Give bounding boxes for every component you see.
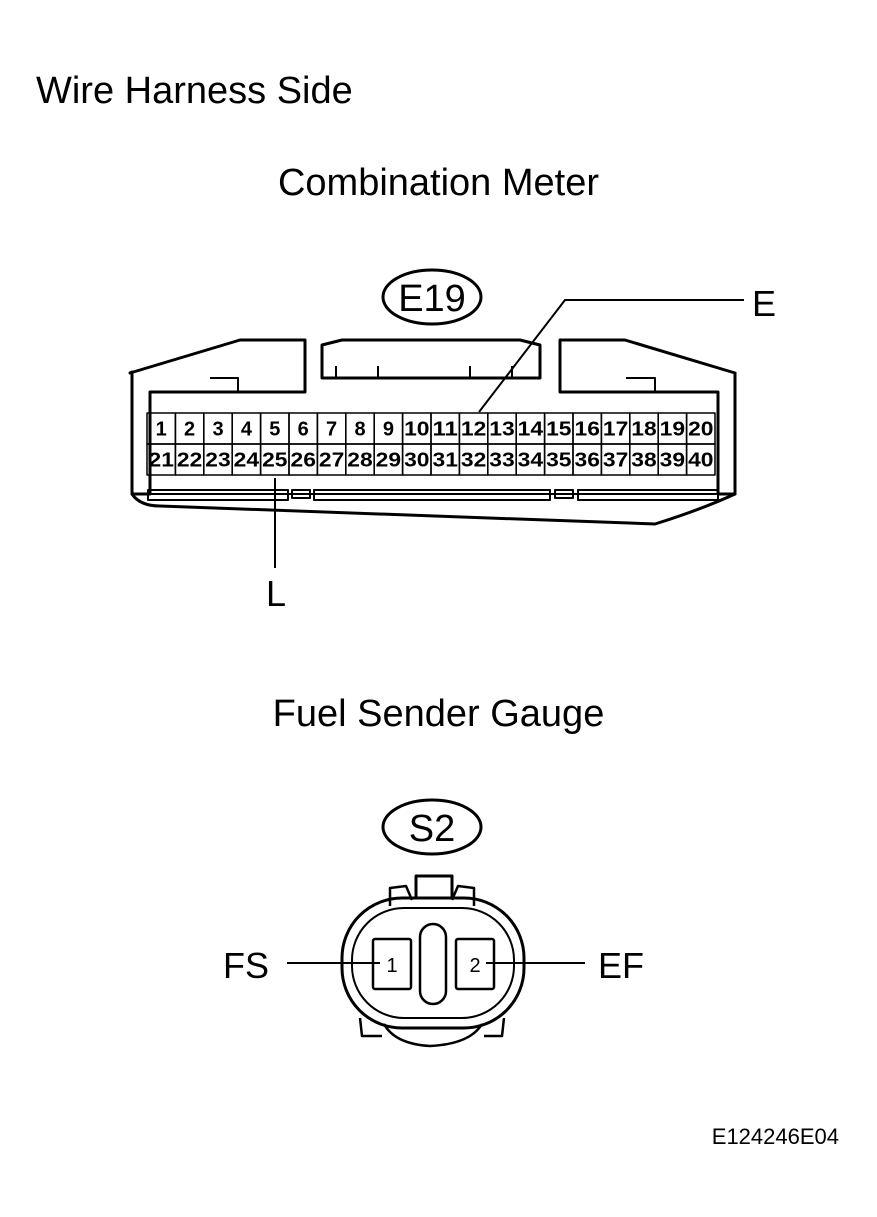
e19-connector-body (128, 268, 737, 526)
combination-meter-title: Combination Meter (277, 162, 600, 204)
s2-code-label: S2 (409, 808, 455, 850)
e19-pin-21: 21 (149, 450, 174, 472)
figure-id: E124246E04 (711, 1124, 839, 1149)
e19-pin-23: 23 (205, 450, 230, 472)
e19-pin-13: 13 (489, 419, 514, 441)
e19-pin-24: 24 (234, 450, 260, 472)
e19-pin-10: 10 (404, 419, 429, 441)
e19-pin-26: 26 (291, 450, 316, 472)
e19-pin-33: 33 (489, 450, 514, 472)
fs-terminal-label: FS (223, 945, 269, 986)
e19-pin-25: 25 (262, 450, 287, 472)
e19-pin-34: 34 (518, 450, 544, 472)
e19-pin-29: 29 (376, 450, 401, 472)
e19-pin-22: 22 (177, 450, 202, 472)
fuel-sender-gauge-title: Fuel Sender Gauge (272, 693, 605, 735)
e19-code-label: E19 (398, 278, 466, 320)
e19-pin-11: 11 (433, 419, 458, 441)
e19-pin-40: 40 (688, 450, 713, 472)
e19-pin-28: 28 (347, 450, 372, 472)
e19-pin-15: 15 (546, 419, 571, 441)
s2-pin-1-label: 1 (386, 955, 397, 977)
e19-pin-8: 8 (354, 419, 365, 441)
e19-pin-36: 36 (575, 450, 600, 472)
e19-code-badge (381, 268, 483, 326)
e19-pin-18: 18 (631, 419, 656, 441)
s2-connector-body (287, 798, 585, 1048)
e19-pin-35: 35 (546, 450, 571, 472)
e19-pin-9: 9 (383, 419, 394, 441)
e19-pin-27: 27 (319, 450, 344, 472)
e19-pin-5: 5 (269, 419, 280, 441)
s2-pin-2-label: 2 (469, 955, 480, 977)
e19-pin-17: 17 (603, 419, 628, 441)
e19-pin-14: 14 (518, 419, 544, 441)
e19-pin-38: 38 (631, 450, 656, 472)
s2-code-badge (381, 798, 483, 856)
e19-pin-32: 32 (461, 450, 486, 472)
e19-pin-3: 3 (212, 419, 223, 441)
e19-pin-1: 1 (156, 419, 167, 441)
e19-pin-20: 20 (688, 419, 713, 441)
e-terminal-leader (478, 299, 744, 413)
e19-pin-37: 37 (603, 450, 628, 472)
e19-pin-7: 7 (326, 419, 337, 441)
e19-pin-4: 4 (241, 419, 253, 441)
ef-terminal-label: EF (598, 945, 644, 986)
e19-pin-6: 6 (298, 419, 309, 441)
e19-pin-31: 31 (433, 450, 458, 472)
e19-pin-cell-40 (685, 443, 716, 476)
e19-pin-39: 39 (660, 450, 685, 472)
l-terminal-label: L (266, 573, 286, 614)
e-terminal-label: E (752, 283, 776, 324)
e19-pin-2: 2 (184, 419, 195, 441)
e19-pin-30: 30 (404, 450, 429, 472)
e19-pin-12: 12 (461, 419, 486, 441)
e19-pin-19: 19 (660, 419, 685, 441)
e19-pin-grid (146, 412, 716, 476)
page-title: Wire Harness Side (36, 70, 353, 112)
e19-pin-16: 16 (575, 419, 600, 441)
